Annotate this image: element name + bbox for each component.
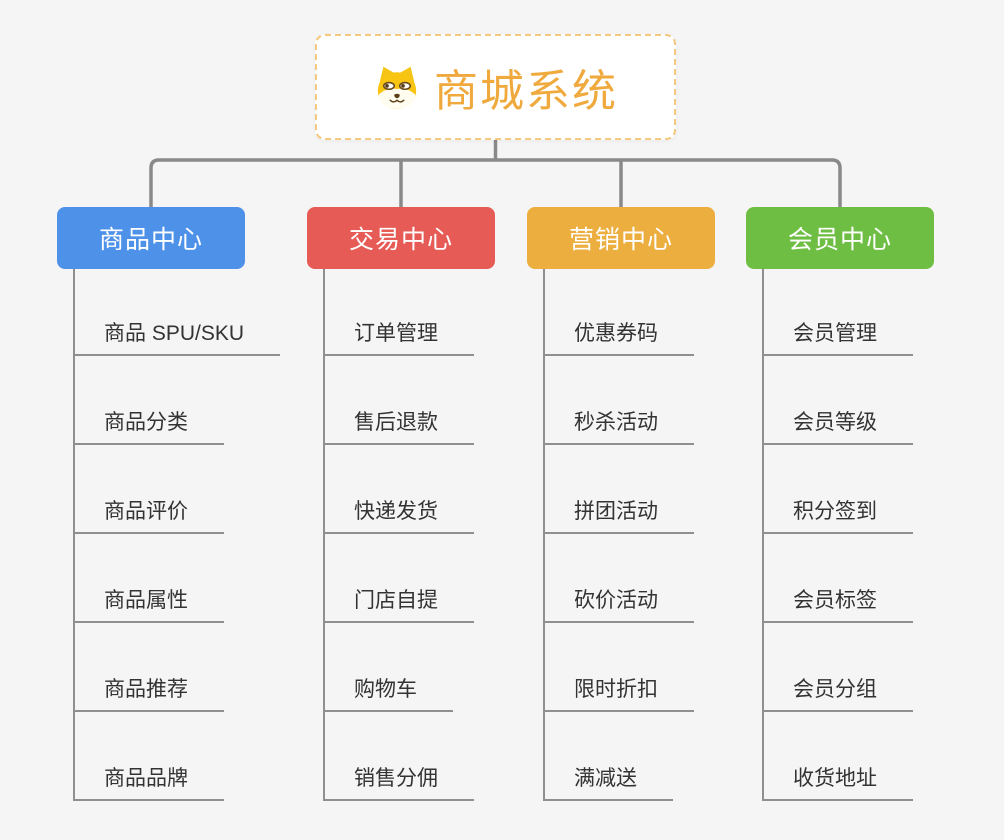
child-topic[interactable]: 商品分类 xyxy=(73,411,224,445)
branch-node-marketing-center[interactable]: 营销中心 xyxy=(527,207,715,269)
child-topic[interactable]: 商品品牌 xyxy=(73,767,224,801)
branch-label: 营销中心 xyxy=(568,226,673,254)
child-topic[interactable]: 销售分佣 xyxy=(323,767,474,801)
child-topic[interactable]: 购物车 xyxy=(323,678,453,712)
child-topic[interactable]: 商品 SPU/SKU xyxy=(73,322,281,356)
branch-column-product-center: 商品中心 商品 SPU/SKU 商品分类 商品评价 商品属性 商品推荐 商品品牌 xyxy=(57,0,297,840)
child-topic[interactable]: 秒杀活动 xyxy=(543,411,694,445)
child-topic[interactable]: 会员管理 xyxy=(762,322,913,356)
branch-column-trade-center: 交易中心 订单管理 售后退款 快递发货 门店自提 购物车 销售分佣 xyxy=(307,0,547,840)
child-topic[interactable]: 积分签到 xyxy=(762,500,913,534)
child-connector-line xyxy=(323,269,325,801)
child-topic[interactable]: 快递发货 xyxy=(323,500,474,534)
child-topic[interactable]: 会员等级 xyxy=(762,411,913,445)
child-topic[interactable]: 订单管理 xyxy=(323,322,474,356)
branch-column-marketing-center: 营销中心 优惠券码 秒杀活动 拼团活动 砍价活动 限时折扣 满减送 xyxy=(527,0,767,840)
branch-label: 交易中心 xyxy=(348,226,453,254)
branch-label: 会员中心 xyxy=(787,226,892,254)
branch-column-member-center: 会员中心 会员管理 会员等级 积分签到 会员标签 会员分组 收货地址 xyxy=(746,0,986,840)
child-topic[interactable]: 售后退款 xyxy=(323,411,474,445)
child-topic[interactable]: 优惠券码 xyxy=(543,322,694,356)
child-topic[interactable]: 收货地址 xyxy=(762,767,913,801)
child-topic[interactable]: 砍价活动 xyxy=(543,589,694,623)
branch-node-trade-center[interactable]: 交易中心 xyxy=(307,207,495,269)
child-connector-line xyxy=(543,269,545,801)
child-connector-line xyxy=(762,269,764,801)
child-topic[interactable]: 商品属性 xyxy=(73,589,224,623)
shiba-dog-icon xyxy=(377,66,417,109)
child-topic[interactable]: 限时折扣 xyxy=(543,678,694,712)
child-topic[interactable]: 商品推荐 xyxy=(73,678,224,712)
branch-label: 商品中心 xyxy=(98,226,203,254)
branch-node-product-center[interactable]: 商品中心 xyxy=(57,207,245,269)
root-topic[interactable]: 商城系统 xyxy=(315,34,676,140)
child-topic[interactable]: 会员标签 xyxy=(762,589,913,623)
root-topic-label: 商城系统 xyxy=(434,67,618,116)
branch-node-member-center[interactable]: 会员中心 xyxy=(746,207,934,269)
child-topic[interactable]: 满减送 xyxy=(543,767,673,801)
child-topic[interactable]: 拼团活动 xyxy=(543,500,694,534)
child-connector-line xyxy=(73,269,75,801)
child-topic[interactable]: 会员分组 xyxy=(762,678,913,712)
child-topic[interactable]: 门店自提 xyxy=(323,589,474,623)
child-topic[interactable]: 商品评价 xyxy=(73,500,224,534)
